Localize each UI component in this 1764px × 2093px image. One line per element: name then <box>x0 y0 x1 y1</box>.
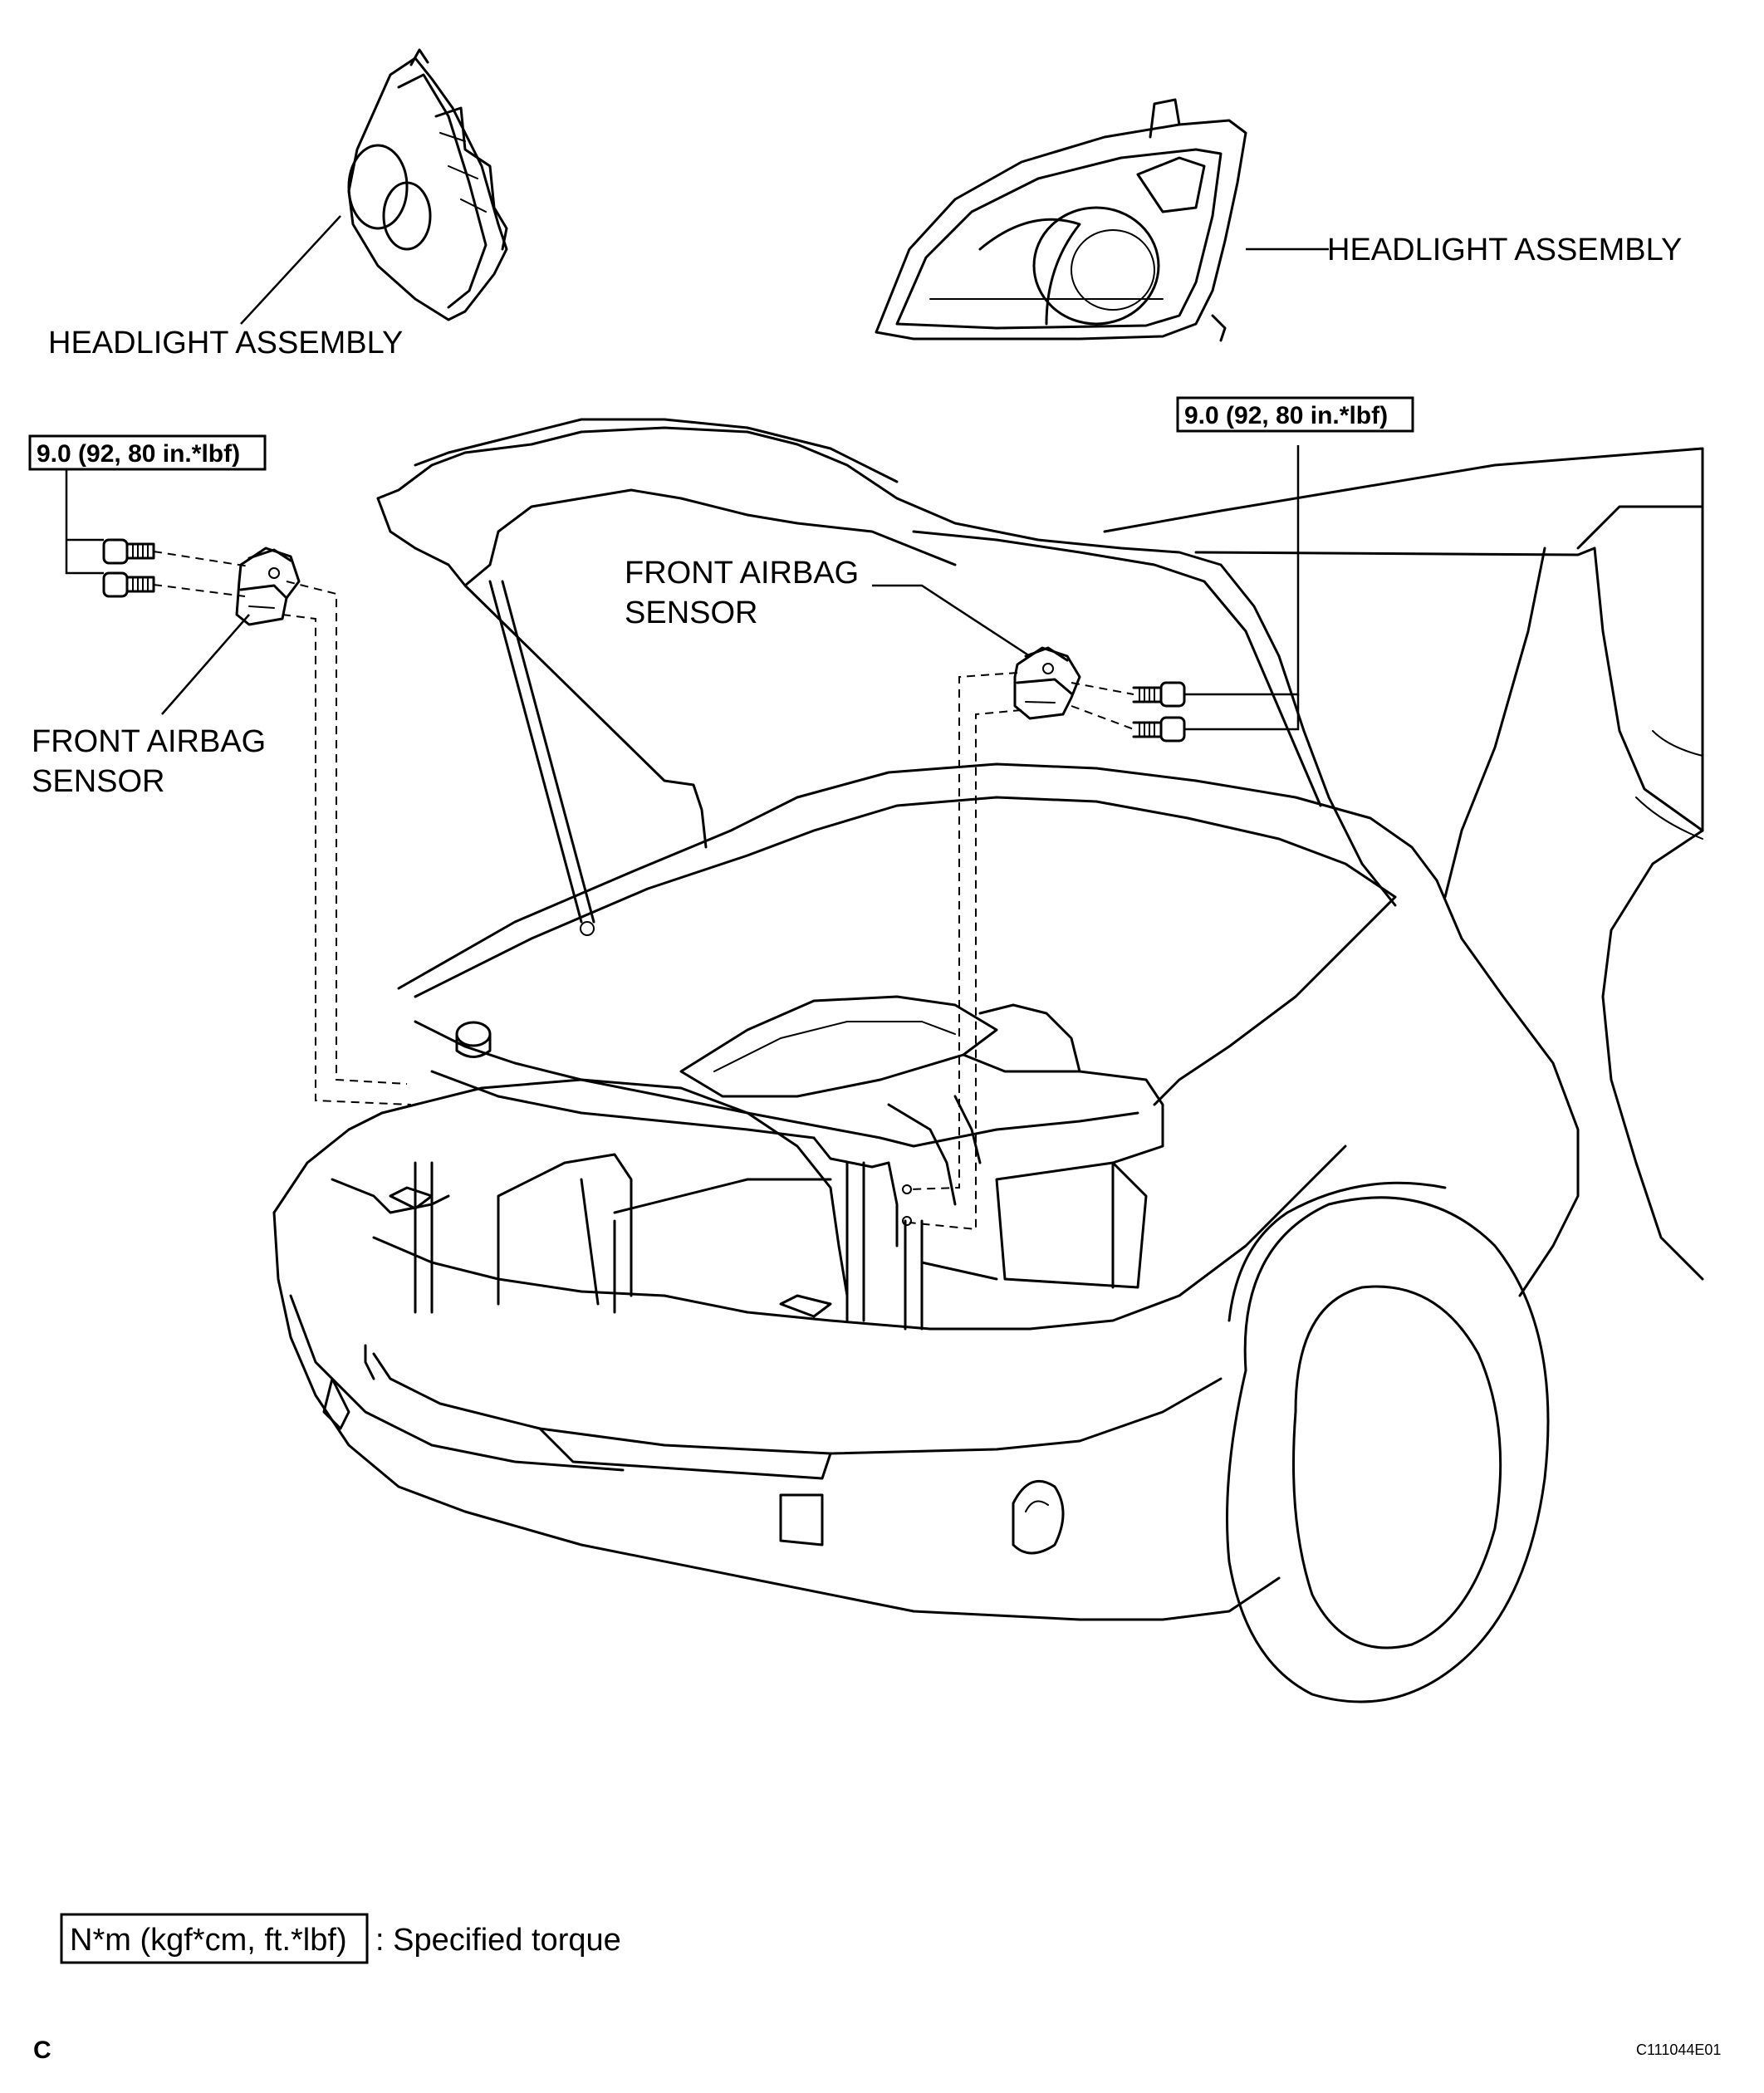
label-front-airbag-sensor-right-line2: SENSOR <box>625 596 757 630</box>
torque-value-left: 9.0 (92, 80 in.*lbf) <box>37 440 240 468</box>
label-headlight-assembly-left: HEADLIGHT ASSEMBLY <box>48 326 403 360</box>
label-front-airbag-sensor-left-line2: SENSOR <box>32 764 164 799</box>
dash-bolt-right-lower <box>1071 705 1134 730</box>
dash-sensor-right-lower <box>909 709 1022 1231</box>
torque-bracket-left-upper <box>66 538 104 542</box>
label-front-airbag-sensor-left-line1: FRONT AIRBAG <box>32 724 266 759</box>
label-front-airbag-sensor-right-line1: FRONT AIRBAG <box>625 556 859 591</box>
leader-headlight-left <box>240 215 341 325</box>
torque-value-right: 9.0 (92, 80 in.*lbf) <box>1184 402 1388 429</box>
figure-code: C111044E01 <box>1636 2042 1721 2058</box>
legend-unit-box: N*m (kgf*cm, ft.*lbf) <box>70 1923 347 1958</box>
dash-bolt-left-upper <box>153 551 250 567</box>
torque-bracket-right <box>1184 445 1300 696</box>
torque-legend: N*m (kgf*cm, ft.*lbf) : Specified torque <box>60 1913 621 1964</box>
headlight-assembly-right-drawing <box>875 98 1247 342</box>
torque-callout-left: 9.0 (92, 80 in.*lbf) <box>28 434 267 471</box>
torque-bracket-right-lower <box>1184 694 1300 731</box>
corner-letter: C <box>33 2037 51 2064</box>
leader-sensor-right <box>872 584 1031 658</box>
torque-callout-right: 9.0 (92, 80 in.*lbf) <box>1176 396 1414 433</box>
headlight-assembly-left-drawing <box>347 48 508 321</box>
leader-sensor-left <box>161 614 250 715</box>
bolt-right-lower <box>1132 716 1186 743</box>
legend-description: : Specified torque <box>375 1923 621 1958</box>
front-airbag-sensor-left-drawing <box>235 547 301 626</box>
torque-bracket-left <box>65 465 104 575</box>
dash-bolt-right-upper <box>1071 682 1134 695</box>
dash-sensor-right-upper <box>909 672 1018 1190</box>
front-airbag-sensor-right-drawing <box>1013 646 1081 720</box>
label-headlight-assembly-right: HEADLIGHT ASSEMBLY <box>1327 233 1682 267</box>
bolt-left-lower <box>102 571 155 598</box>
dash-bolt-left-lower <box>153 584 246 597</box>
vehicle-front-drawing <box>272 418 1704 1703</box>
bolt-right-upper <box>1132 681 1186 708</box>
dash-sensor-left-lower <box>282 614 412 1105</box>
dash-sensor-left-upper <box>286 581 408 1085</box>
bolt-left-upper <box>102 538 155 565</box>
